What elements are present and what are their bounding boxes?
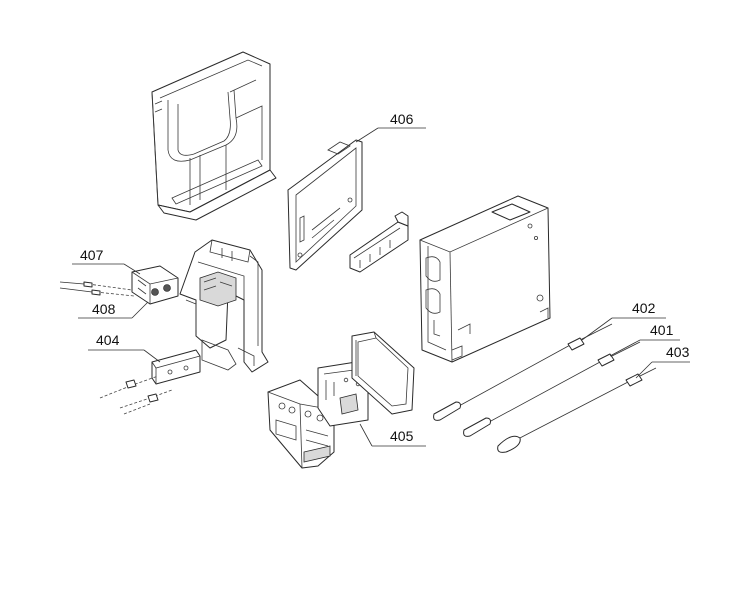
terminal-screws	[59, 281, 135, 297]
pcb-board	[287, 139, 363, 271]
electrical-box	[419, 195, 551, 363]
callout-401: 401	[650, 322, 674, 338]
sensor-probe-401	[463, 341, 641, 437]
terminal-connector	[349, 211, 409, 273]
terminal-block	[131, 265, 179, 305]
bracket-screws	[99, 375, 173, 415]
callout-403: 403	[666, 344, 690, 360]
callout-407: 407	[80, 247, 104, 263]
callout-leaders	[72, 127, 690, 447]
callout-408: 408	[92, 301, 116, 317]
callout-labels: 406 402 401 403 407 408 404 405	[80, 111, 690, 444]
sensor-probe-403	[497, 367, 657, 453]
small-bracket	[151, 349, 201, 385]
main-bracket	[179, 239, 269, 373]
mounting-frame	[351, 331, 415, 415]
callout-404: 404	[96, 332, 120, 348]
cover-housing	[151, 51, 277, 221]
callout-406: 406	[390, 111, 414, 127]
callout-405: 405	[390, 428, 414, 444]
callout-402: 402	[632, 300, 656, 316]
sensor-probe-402	[433, 323, 613, 421]
